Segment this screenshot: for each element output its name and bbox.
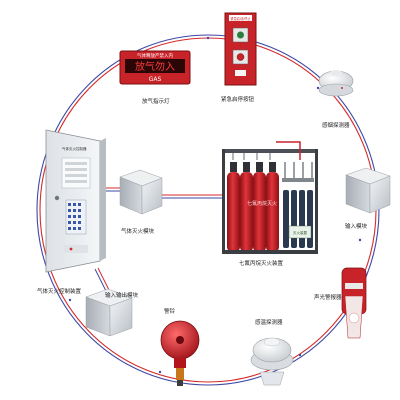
input-module-right — [345, 167, 391, 214]
cylinder-text: 七氟丙烷灭火 — [247, 200, 277, 207]
alarm-bell — [160, 320, 200, 386]
label-sound-light-alarm: 声光警报器 — [314, 295, 342, 301]
label-heptafluoro-unit: 七氟丙烷灭火装置 — [239, 261, 284, 267]
control-panel: 气体灭火控制器 — [45, 129, 106, 273]
sign-main-text: 放气勿入 — [135, 60, 175, 73]
label-input-module-right: 输入模块 — [345, 224, 368, 230]
gas-release-sign: 气体释放严禁入内 放气勿入 GAS — [119, 50, 191, 85]
label-temp-detector: 感温探测器 — [255, 320, 283, 326]
label-gas-release-light: 放气指示灯 — [142, 99, 170, 105]
heptafluoro-unit: 七氟丙烷灭火 灭火装置 — [222, 141, 318, 254]
panel-wiring — [94, 187, 222, 294]
cylinder-base-text: 灭火装置 — [293, 230, 307, 235]
label-input-output-module: 输入输出模块 — [105, 293, 139, 299]
control-panel-title: 气体灭火控制器 — [62, 146, 87, 151]
label-control-panel: 气体灭火控制装置 — [37, 289, 82, 295]
label-alarm-bell: 警铃 — [164, 309, 176, 315]
ring-connectors — [68, 36, 362, 374]
temp-detector — [250, 337, 294, 386]
extinguishing-module — [119, 169, 163, 215]
label-emergency-stop: 紧急启停按钮 — [221, 97, 255, 103]
emergency-stop-box: 紧急启动/停止 — [224, 12, 257, 86]
label-extinguishing-module: 气体灭火模块 — [121, 229, 155, 235]
red-cylinders: 七氟丙烷灭火 — [227, 162, 279, 252]
emergency-box-caption: 紧急启动/停止 — [230, 16, 251, 21]
smoke-detector-top — [318, 70, 354, 97]
label-smoke-detector: 感烟探测器 — [322, 123, 350, 129]
small-cylinders: 灭火装置 — [282, 162, 314, 248]
sign-top-text: 气体释放严禁入内 — [137, 52, 173, 59]
sign-sub-text: GAS — [149, 76, 162, 83]
sound-light-alarm — [341, 267, 367, 339]
input-output-module — [85, 288, 133, 337]
